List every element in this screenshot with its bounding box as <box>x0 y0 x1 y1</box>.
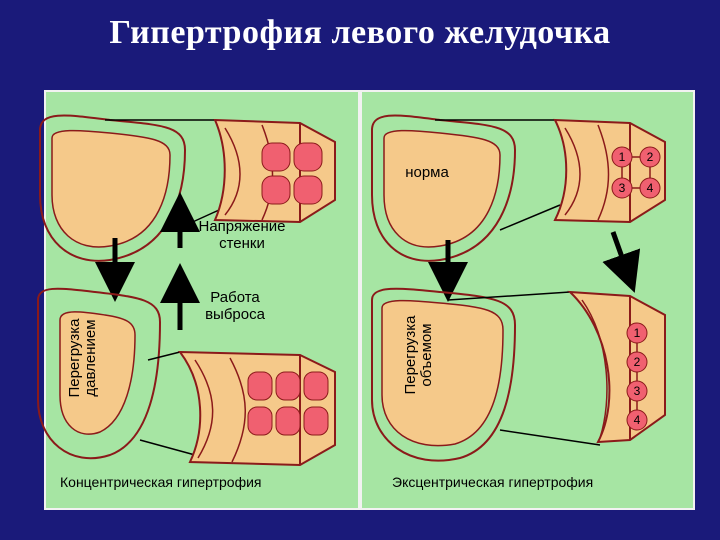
normal-cells-right: 1 2 3 4 <box>611 146 661 199</box>
zoom-line <box>139 439 196 456</box>
cell-number: 3 <box>619 181 626 195</box>
cell-number: 1 <box>634 326 641 340</box>
cell-1 <box>611 146 633 168</box>
eccentric-wall-segment <box>567 290 666 444</box>
normal-cells-left <box>261 142 323 205</box>
ejection-work-label: Работа выброса <box>205 289 265 323</box>
cell-4 <box>626 409 648 431</box>
cell-2 <box>639 146 661 168</box>
concentric-caption: Концентрическая гипертрофия <box>60 474 262 490</box>
eccentric-ventricle <box>371 287 517 462</box>
concentric-cells <box>247 371 329 436</box>
diagonal-arrow-right <box>602 231 641 293</box>
zoom-line <box>447 291 571 301</box>
cell-2 <box>626 351 648 373</box>
cell-3 <box>611 177 633 199</box>
cell-number: 2 <box>634 355 641 369</box>
cell-number: 4 <box>647 181 654 195</box>
slide-title: Гипертрофия левого желудочка <box>109 14 611 51</box>
cell-number: 1 <box>619 150 626 164</box>
panel-divider <box>358 90 362 510</box>
norm-label: норма <box>405 164 449 181</box>
normal-ventricle-right <box>371 114 517 262</box>
cell-3 <box>626 380 648 402</box>
volume-overload-label: Перегрузка объемом <box>402 315 435 395</box>
concentric-ventricle <box>37 287 162 460</box>
cell-number: 4 <box>634 413 641 427</box>
cell-number: 2 <box>647 150 654 164</box>
eccentric-cells: 1 2 3 4 <box>626 322 648 431</box>
zoom-line <box>499 204 561 231</box>
cell-4 <box>639 177 661 199</box>
eccentric-caption: Эксцентрическая гипертрофия <box>392 474 594 490</box>
cell-1 <box>626 322 648 344</box>
normal-ventricle-left <box>39 114 187 262</box>
zoom-line <box>147 351 181 361</box>
cell-number: 3 <box>634 384 641 398</box>
normal-wall-segment-right <box>553 118 666 224</box>
pressure-overload-label: Перегрузка давлением <box>66 318 99 398</box>
zoom-line <box>499 429 601 446</box>
wall-tension-label: Напряжение стенки <box>198 218 286 252</box>
